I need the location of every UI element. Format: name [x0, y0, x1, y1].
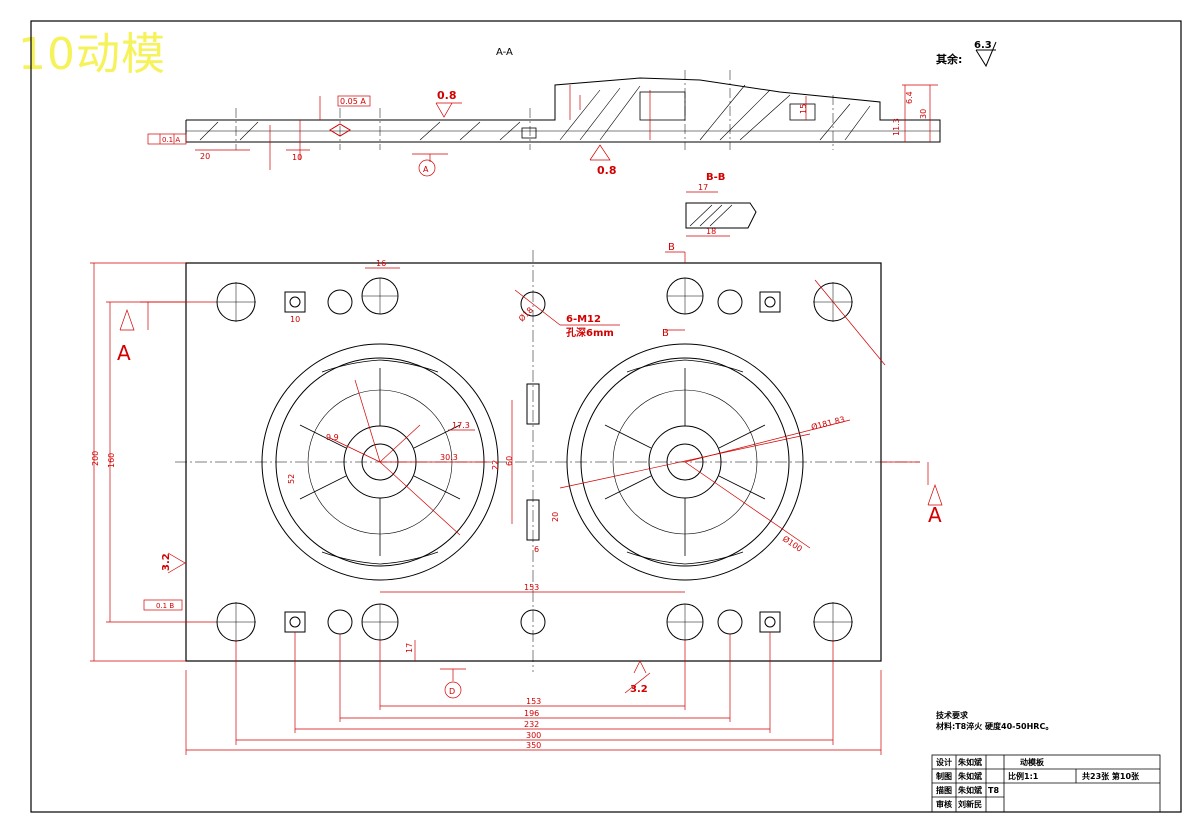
plan-section-a-markers: A A: [117, 341, 942, 527]
roughness-32-left: 3.2: [161, 553, 172, 571]
tb-name-3: 朱如斌: [958, 785, 982, 795]
dim-dia-18: Ø18: [516, 305, 535, 324]
tech-req-title: 技术要求: [936, 710, 969, 720]
dim-15-side: 15: [799, 104, 808, 114]
profile-centerlines: [235, 70, 834, 150]
plan-centerlines: [175, 250, 920, 672]
tb-role-4: 审核: [936, 799, 952, 809]
section-bb-title: B-B: [706, 172, 725, 183]
plan-view: [175, 250, 920, 672]
section-aa-labels: 0.8 0.8 A 0.05 A 0.1 A 20 10 6.4 30 11.3…: [162, 89, 928, 177]
dim-17-3: 17.3: [452, 421, 470, 430]
tb-role-2: 制图: [936, 771, 952, 781]
thread-note-2: 孔深6mm: [566, 326, 614, 339]
watermark-title: 10动模: [18, 29, 166, 80]
roughness-rest-label: 其余:: [936, 52, 962, 66]
section-marker-b-bottom: B: [662, 328, 669, 339]
tb-name-1: 朱如斌: [958, 757, 982, 767]
dim-153: 153: [526, 697, 541, 706]
dim-350: 350: [526, 741, 541, 750]
profile-outline: [185, 77, 941, 143]
title-block: [931, 754, 1161, 813]
section-bb-dims: [686, 191, 730, 237]
profile-hatch: [199, 84, 871, 141]
dim-9-9: 9.9: [326, 433, 339, 442]
dim-153b: 153: [524, 583, 539, 592]
dim-11-3: 11.3: [892, 118, 901, 136]
runner-slot-top: [526, 383, 540, 425]
dim-17-bb: 17: [698, 183, 708, 192]
section-marker-d: D: [449, 687, 455, 696]
roughness-08-top: 0.8: [437, 89, 457, 102]
section-marker-a: A: [423, 165, 429, 174]
tb-sheet: 共23张 第10张: [1082, 771, 1140, 781]
drawing-border: [30, 20, 1182, 813]
section-aa-dims: [147, 84, 938, 177]
tb-part-name: 动模板: [1020, 757, 1045, 767]
plan-labels: 200 160 350 300 232 196 153 153 60 16 17…: [91, 242, 846, 750]
tb-name-4: 刘新民: [958, 799, 982, 809]
roughness-rest-value: 6.3: [974, 40, 992, 51]
section-marker-a-right: A: [928, 503, 942, 527]
dim-30-side: 30: [919, 109, 928, 119]
dim-200: 200: [91, 451, 100, 466]
dim-20-top: 20: [200, 152, 210, 161]
section-aa-view: A-A: [185, 47, 941, 150]
dim-18-bb: 18: [706, 227, 716, 236]
section-marker-a-left: A: [117, 341, 131, 365]
roughness-rest: [975, 41, 997, 68]
plan-dims: [90, 251, 943, 755]
dim-10-plan: 10: [290, 315, 300, 324]
roughness-32-bottom: 3.2: [630, 684, 648, 695]
title-block-text: 设计 朱如斌 制图 朱如斌 描图 朱如斌 审核 刘新民 动模板 比例1:1 共2…: [936, 757, 1140, 809]
dim-300: 300: [526, 731, 541, 740]
dim-20-plan: 20: [551, 512, 560, 522]
roughness-08-bottom: 0.8: [597, 164, 617, 177]
dim-160: 160: [107, 453, 116, 468]
tb-name-2: 朱如斌: [958, 771, 982, 781]
section-marker-b-top: B: [668, 242, 675, 253]
dim-16: 16: [376, 259, 386, 268]
tech-req-body: 材料:T8淬火 硬度40-50HRC。: [936, 721, 1053, 731]
cavity-right: [566, 343, 804, 581]
dim-196: 196: [524, 709, 539, 718]
dim-17: 17: [405, 643, 414, 653]
tb-role-1: 设计: [936, 757, 952, 767]
tol-frame-left: 0.1 A: [162, 136, 180, 144]
tb-scale: 比例1:1: [1008, 771, 1039, 781]
dim-6-plan: 6: [534, 545, 539, 554]
thread-note-1: 6-M12: [566, 314, 601, 325]
section-aa-title: A-A: [496, 47, 513, 58]
tb-material: T8: [988, 786, 999, 795]
dim-22: 22: [491, 460, 500, 470]
dim-232: 232: [524, 720, 539, 729]
dim-6-4: 6.4: [905, 91, 914, 104]
dim-60: 60: [505, 456, 514, 466]
dim-10-top: 10: [292, 153, 302, 162]
dim-52: 52: [287, 474, 296, 484]
dim-dia-181: Ø181.83: [810, 414, 846, 432]
section-bb-view: [685, 202, 757, 229]
dim-30-3: 30.3: [440, 453, 458, 462]
tol-frame-a: 0.05 A: [340, 97, 366, 106]
tol-frame-plan: 0.1 B: [156, 602, 174, 610]
tb-role-3: 描图: [936, 785, 952, 795]
runner-slot-bottom: [526, 499, 540, 541]
